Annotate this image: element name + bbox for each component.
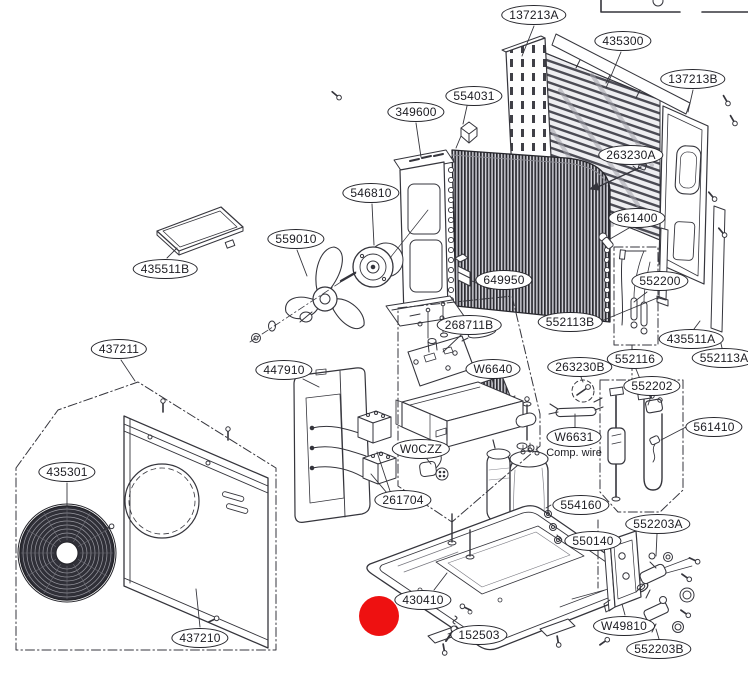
fan-propeller <box>249 246 365 343</box>
page-frame-corner <box>600 0 748 13</box>
group-boundaries <box>15 246 684 651</box>
front-panel <box>123 398 269 649</box>
valve-pipe-assembly <box>607 386 663 502</box>
bracket-552113A <box>710 205 726 333</box>
corner-panel-right <box>658 105 709 285</box>
top-cover-tray <box>156 206 244 256</box>
w0czz-motor <box>419 455 449 481</box>
sensor-263230B <box>571 379 595 403</box>
leader-lines <box>66 25 723 640</box>
capacitors <box>357 410 397 485</box>
fan-motor <box>339 209 429 288</box>
sensor-661400 <box>598 232 614 263</box>
sensor-561410 <box>649 435 661 463</box>
service-valve-B <box>640 596 684 633</box>
partition-plate <box>603 530 642 613</box>
front-grille <box>17 503 117 603</box>
side-panel-447910 <box>293 367 371 523</box>
screws <box>102 90 738 656</box>
clip-649950 <box>454 253 471 287</box>
red-click-marker <box>359 596 399 636</box>
thermistor-group <box>618 249 651 335</box>
service-valve-A <box>635 552 695 603</box>
comp-wire <box>548 397 604 418</box>
